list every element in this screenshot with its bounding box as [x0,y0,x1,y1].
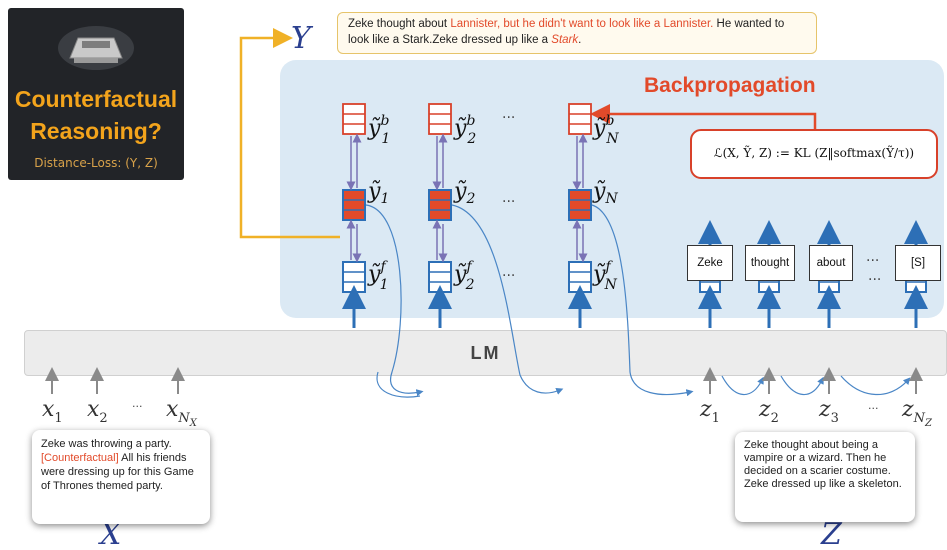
orange-feedback-arrow [239,28,340,239]
z-inputs: z1 z2 z3 zNZ [699,397,933,429]
x-note-rest: All his friends were dressing up for thi… [41,452,194,492]
x-input-1: x1 [42,397,63,426]
x-inputs: x1 x2 xNX [42,397,198,429]
word-box-1: Zeke [687,245,733,281]
dots-words: ··· [866,253,879,269]
loss-formula-box: ℒ(X, Ỹ, Z) := KL (Z‖softmax(Ỹ/τ)) [690,129,938,179]
z-input-2: z2 [758,397,779,426]
z-input-1: z1 [699,397,720,426]
y-note-part2: Lannister, but he didn't want to look li… [450,18,714,30]
title-line-2: Reasoning? [30,118,162,144]
y-mid-label-n: ỹN [592,179,618,207]
x-context-note: Zeke was throwing a party. [Counterfactu… [32,430,210,524]
title-card: Counterfactual Reasoning? Distance-Loss:… [8,8,184,180]
y-mid-label-2: ỹ2 [453,179,475,207]
loop-curve-1 [365,204,424,397]
dots-bot: ··· [502,268,515,284]
loss-formula: ℒ(X, Ỹ, Z) := KL (Z‖softmax(Ỹ/τ)) [713,146,915,160]
loop-curve-3 [591,204,694,397]
z-note-text: Zeke thought about being a vampire or a … [744,439,902,490]
y-output-note: Zeke thought about Lannister, but he did… [337,12,817,54]
x-input-2: x2 [87,397,108,426]
y-note-part5: . [578,34,582,46]
title-line-1: Counterfactual [14,86,178,112]
y-note-part4: Stark [551,34,579,46]
dots-zin: ··· [868,402,879,415]
backpropagation-label: Backpropagation [644,74,816,97]
y-column-1 [342,103,366,328]
x-note-tag: [Counterfactual] [41,452,119,464]
device-icon [58,26,134,70]
z-input-n: zNZ [901,397,933,429]
x-note-line1: Zeke was throwing a party. [41,438,172,450]
ellipsis-group: ··· ··· ··· ··· ··· ··· ··· [132,110,881,415]
y-label: Y [291,21,314,56]
y-mid-label-1: ỹ1 [367,179,389,207]
word-box-4: [S] [895,245,941,281]
word-box-2: thought [745,245,795,281]
word-box-3: about [809,245,853,281]
loop-curve-2 [451,204,564,395]
x-input-n: xNX [166,397,198,429]
y-column-2 [428,103,452,328]
lm-label: LM [470,343,501,363]
z-context-note: Zeke thought about being a vampire or a … [735,432,915,522]
y-column-n [568,103,592,328]
y-note-part1: Zeke thought about [348,18,451,30]
title-subtitle: Distance-Loss: (Y, Z) [34,156,158,170]
dots-z: ··· [868,272,881,288]
dots-top: ··· [502,110,515,126]
y-note-part3: He wanted to look like a Stark.Zeke dres… [348,18,785,46]
z-input-3: z3 [818,397,839,426]
dots-mid: ··· [502,194,515,210]
input-arrows [45,367,923,394]
loop-curve-4 [376,371,421,398]
z-label: Z [820,517,843,550]
dots-x: ··· [132,400,143,413]
